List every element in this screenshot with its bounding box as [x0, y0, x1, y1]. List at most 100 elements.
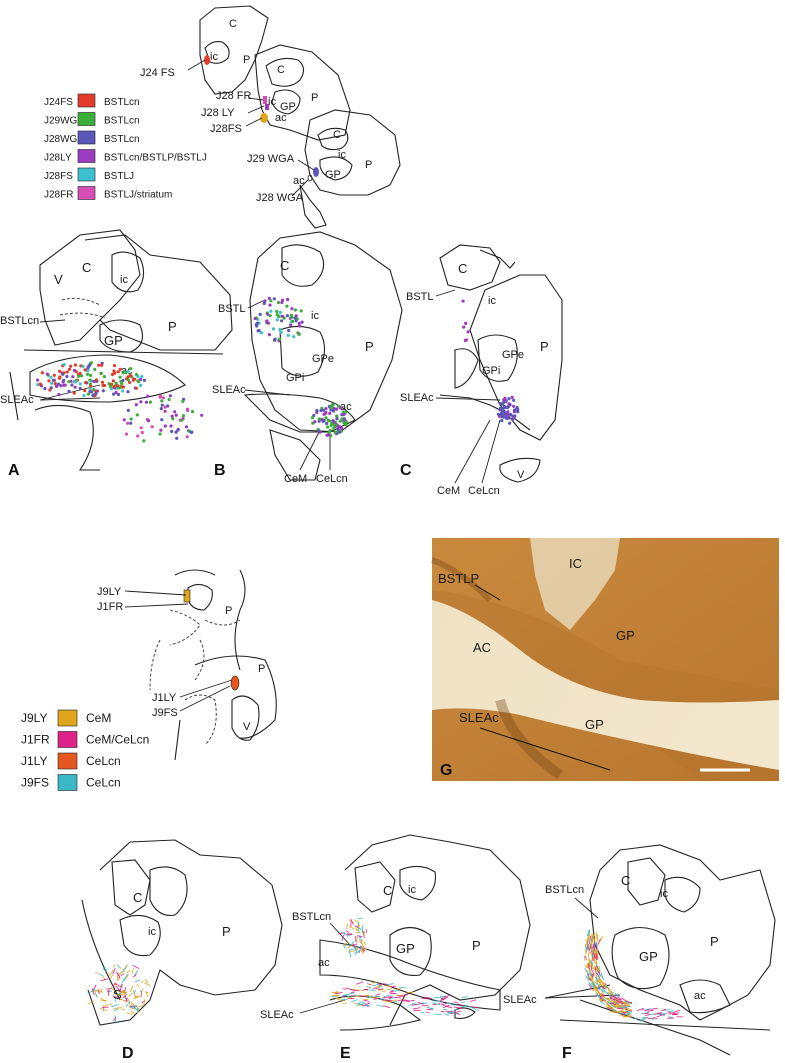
labeled-fiber [342, 932, 346, 938]
legend-top-target: BSTLcn [104, 97, 140, 108]
labeled-fiber [98, 973, 104, 977]
labeled-cell-dot [114, 390, 118, 395]
top-label-j24fs: J24 FS [140, 67, 175, 79]
top-label-ac3: ac [293, 175, 305, 187]
labeled-cell-dot [43, 386, 47, 391]
labeled-cell-dot [88, 387, 92, 391]
labeled-cell-dot [80, 374, 84, 378]
labeled-fiber [597, 980, 603, 986]
labeled-cell-dot [498, 406, 503, 411]
labeled-fiber [108, 969, 114, 977]
labeled-fiber [623, 1004, 629, 1007]
b-label-p: P [365, 339, 374, 354]
labeled-cell-dot [40, 371, 45, 375]
labeled-fiber [371, 981, 377, 984]
labeled-cell-dot [160, 403, 164, 407]
labeled-fiber [378, 998, 384, 1000]
labeled-fiber [594, 950, 597, 957]
labeled-cell-dot [317, 429, 321, 433]
labeled-cell-dot [297, 324, 302, 328]
labeled-cell-dot [293, 308, 297, 312]
labeled-cell-dot [38, 382, 43, 386]
labeled-fiber [375, 996, 379, 999]
labeled-cell-dot [108, 384, 112, 388]
labeled-fiber [612, 1008, 618, 1012]
labeled-fiber [594, 954, 597, 960]
labeled-cell-dot [101, 389, 105, 393]
labeled-fiber [661, 1008, 667, 1011]
labeled-cell-dot [50, 381, 54, 385]
labeled-cell-dot [276, 300, 281, 305]
labeled-fiber [125, 997, 128, 1002]
labeled-fiber [595, 967, 599, 974]
b-label-gpe: GPe [312, 353, 334, 365]
labeled-fiber [124, 973, 128, 981]
labeled-cell-dot [292, 335, 296, 339]
labeled-cell-dot [139, 426, 143, 430]
labeled-cell-dot [160, 418, 164, 422]
labeled-fiber [126, 1012, 133, 1015]
labeled-cell-dot [179, 418, 184, 422]
labeled-cell-dot [142, 378, 146, 382]
labeled-cell-dot [503, 410, 507, 414]
labeled-cell-dot [94, 391, 98, 395]
labeled-fiber [135, 1007, 139, 1011]
labeled-fiber [343, 988, 347, 990]
labeled-fiber [457, 1007, 463, 1009]
f-label-p: P [710, 934, 719, 949]
labeled-fiber [587, 946, 590, 951]
legend-top-code: J28FR [44, 190, 73, 201]
labeled-fiber [599, 1000, 606, 1006]
panel-b: C BSTL ic P GPe GPi SLEAc ac CeM CeLcn B [212, 231, 403, 485]
labeled-fiber [350, 940, 355, 945]
labeled-fiber [125, 1001, 131, 1008]
labeled-cell-dot [326, 425, 330, 429]
c-label-gpi: GPi [482, 365, 500, 377]
labeled-fiber [345, 930, 350, 934]
a-label-v: V [54, 272, 63, 287]
e-label-gp: GP [396, 941, 415, 956]
b-label-gpi: GPi [286, 372, 304, 384]
labeled-fiber [583, 955, 586, 961]
labeled-cell-dot [129, 417, 133, 421]
legend-top-code: J24FS [44, 97, 73, 108]
labeled-cell-dot [285, 304, 289, 308]
top-label-gp3: GP [325, 169, 341, 181]
labeled-fiber [598, 986, 605, 993]
labeled-fiber [603, 997, 608, 1001]
labeled-cell-dot [315, 408, 319, 413]
labeled-fiber [337, 999, 344, 1001]
labeled-fiber [586, 973, 590, 981]
labeled-fiber [116, 971, 120, 976]
labeled-fiber [625, 1010, 630, 1013]
labeled-fiber [107, 990, 110, 996]
labeled-fiber [592, 982, 599, 990]
labeled-fiber [653, 1017, 658, 1020]
panel-letter-c: C [400, 462, 412, 479]
labeled-fiber [363, 988, 369, 991]
labeled-fiber [133, 989, 137, 994]
labeled-fiber [365, 929, 368, 933]
labeled-fiber [618, 1010, 624, 1013]
c-label-p: P [540, 339, 549, 354]
labeled-fiber [346, 934, 352, 937]
e-label-sleac: SLEAc [260, 1009, 294, 1021]
labeled-cell-dot [505, 416, 509, 421]
labeled-cell-dot [329, 406, 334, 410]
g-label-sleac: SLEAc [459, 710, 499, 725]
labeled-fiber [470, 999, 477, 1002]
labeled-fiber [113, 964, 115, 968]
e-label-ic: ic [408, 884, 416, 896]
labeled-cell-dot [500, 415, 504, 419]
labeled-fiber [411, 999, 415, 1002]
legend-top-swatch [77, 93, 96, 108]
labeled-fiber [95, 993, 98, 998]
labeled-cell-dot [277, 315, 281, 319]
labeled-cell-dot [324, 407, 328, 411]
labeled-cell-dot [342, 412, 346, 416]
labeled-fiber [601, 988, 609, 995]
labeled-fiber [592, 949, 595, 958]
labeled-cell-dot [299, 309, 303, 313]
labeled-fiber [121, 978, 125, 983]
